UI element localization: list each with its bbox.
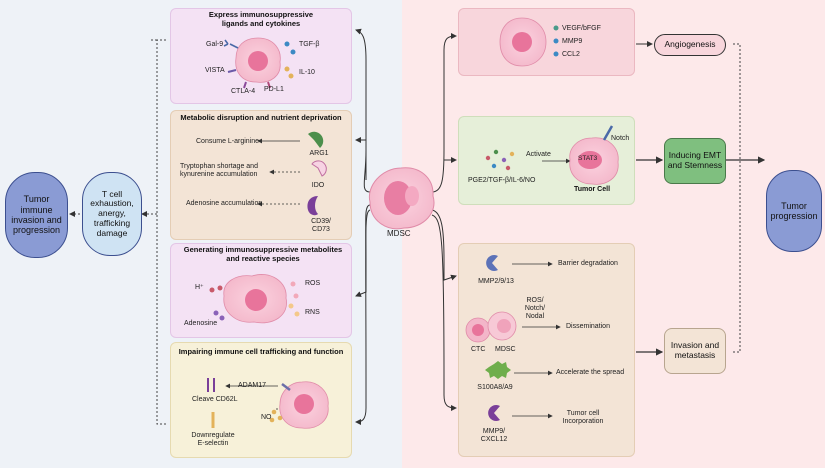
metastasis-panel [458, 243, 635, 457]
ros-label: ROS [305, 280, 321, 287]
ctc-mdsc-pair-icon [465, 311, 517, 343]
tryptophan-effect: Tryptophan shortage and kynurenine accum… [180, 163, 258, 179]
stat3-label: STAT3 [578, 155, 598, 162]
cxcl12-label: MMP9/ CXCL12 [480, 428, 508, 444]
incorporation-label: Tumor cell Incorporation [562, 410, 604, 426]
hub-connector-left [355, 28, 371, 193]
tumor-cell-label: Tumor Cell [573, 186, 611, 193]
angiogenesis-factors-panel [458, 8, 635, 76]
no-label: NO [261, 414, 272, 421]
mmp-label: MMP2/9/13 [478, 278, 514, 285]
mmp9-label: MMP9 [562, 38, 583, 45]
cxcl12-icon [488, 405, 500, 421]
il10-label: IL-10 [299, 69, 315, 76]
notch-label: Notch [611, 135, 630, 142]
mdsc-trafficking-cell-icon [279, 381, 329, 429]
mdsc-small-label: MDSC [495, 346, 516, 353]
ctc-label: CTC [471, 346, 486, 353]
angiogenesis-node: Angiogenesis [654, 34, 726, 56]
adam17-label: ADAM17 [238, 382, 267, 389]
t-cell-exhaustion-node: T cell exhaustion, anergy, trafficking d… [82, 172, 142, 256]
mmp-icon [486, 254, 498, 271]
arginine-effect: Consume L-arginine [196, 138, 260, 145]
e-selectin-label: Downregulate E-selectin [191, 432, 235, 448]
tumor-cell-icon [569, 125, 619, 185]
ctla4-label: CTLA-4 [231, 88, 256, 95]
arg1-icon [308, 131, 324, 148]
tumor-progression-node: Tumor progression [766, 170, 822, 252]
vegf-label: VEGF/bFGF [562, 25, 601, 32]
emt-stemness-node: Inducing EMT and Stemness [664, 138, 726, 184]
metabolic-panel-title: Metabolic disruption and nutrient depriv… [180, 113, 342, 122]
arg1-label: ARG1 [309, 150, 329, 157]
signals-label: ROS/ Notch/ Nodal [524, 297, 546, 321]
invasion-metastasis-node: Invasion and metastasis [664, 328, 726, 374]
cd62l-icon [207, 378, 215, 392]
pdl1-label: PD-L1 [264, 86, 284, 93]
barrier-label: Barrier degradation [558, 260, 618, 267]
ido-label: IDO [311, 182, 325, 189]
ligands-panel-title: Express immunosuppressive ligands and cy… [208, 10, 314, 28]
reactive-species-panel-title: Generating immunosuppressive metabolites… [183, 245, 343, 263]
hub-connector-right [431, 33, 457, 193]
emt-factors-label: PGE2/TGF-β/IL-6/NO [468, 177, 536, 184]
mdsc-reactive-cell-icon [223, 274, 287, 324]
ccl2-label: CCL2 [562, 51, 580, 58]
cleave-cd62l-label: Cleave CD62L [192, 396, 238, 403]
cd39-icon [307, 196, 318, 216]
mdsc-cell-icon [368, 167, 435, 230]
tgfb-label: TGF-β [299, 41, 320, 48]
cd39-label: CD39/ CD73 [311, 218, 331, 234]
dotted-bracket-left [156, 39, 166, 425]
s100-label: S100A8/A9 [477, 384, 513, 391]
activate-label: Activate [526, 151, 551, 158]
ligands-panel [170, 8, 352, 104]
dotted-bracket-right [733, 43, 741, 353]
ido-icon [311, 160, 327, 177]
mdsc-angiogenic-cell-icon [499, 17, 547, 67]
mdsc-label: MDSC [387, 229, 411, 238]
h-label: H⁺ [195, 284, 204, 291]
dissemination-label: Dissemination [566, 323, 610, 330]
s100-icon [485, 361, 511, 379]
gal9-label: Gal-9 [206, 41, 224, 48]
adenosine-effect: Adenosine accumulation [186, 200, 263, 207]
adenosine-label: Adenosine [184, 320, 218, 327]
trafficking-panel-title: Impairing immune cell trafficking and fu… [178, 347, 344, 356]
vista-label: VISTA [205, 67, 225, 74]
rns-label: RNS [305, 309, 320, 316]
mdsc-ligand-cell-icon [223, 37, 281, 89]
accelerate-label: Accelerate the spread [556, 369, 625, 376]
tumor-immune-invasion-node: Tumor immune invasion and progression [5, 172, 68, 258]
